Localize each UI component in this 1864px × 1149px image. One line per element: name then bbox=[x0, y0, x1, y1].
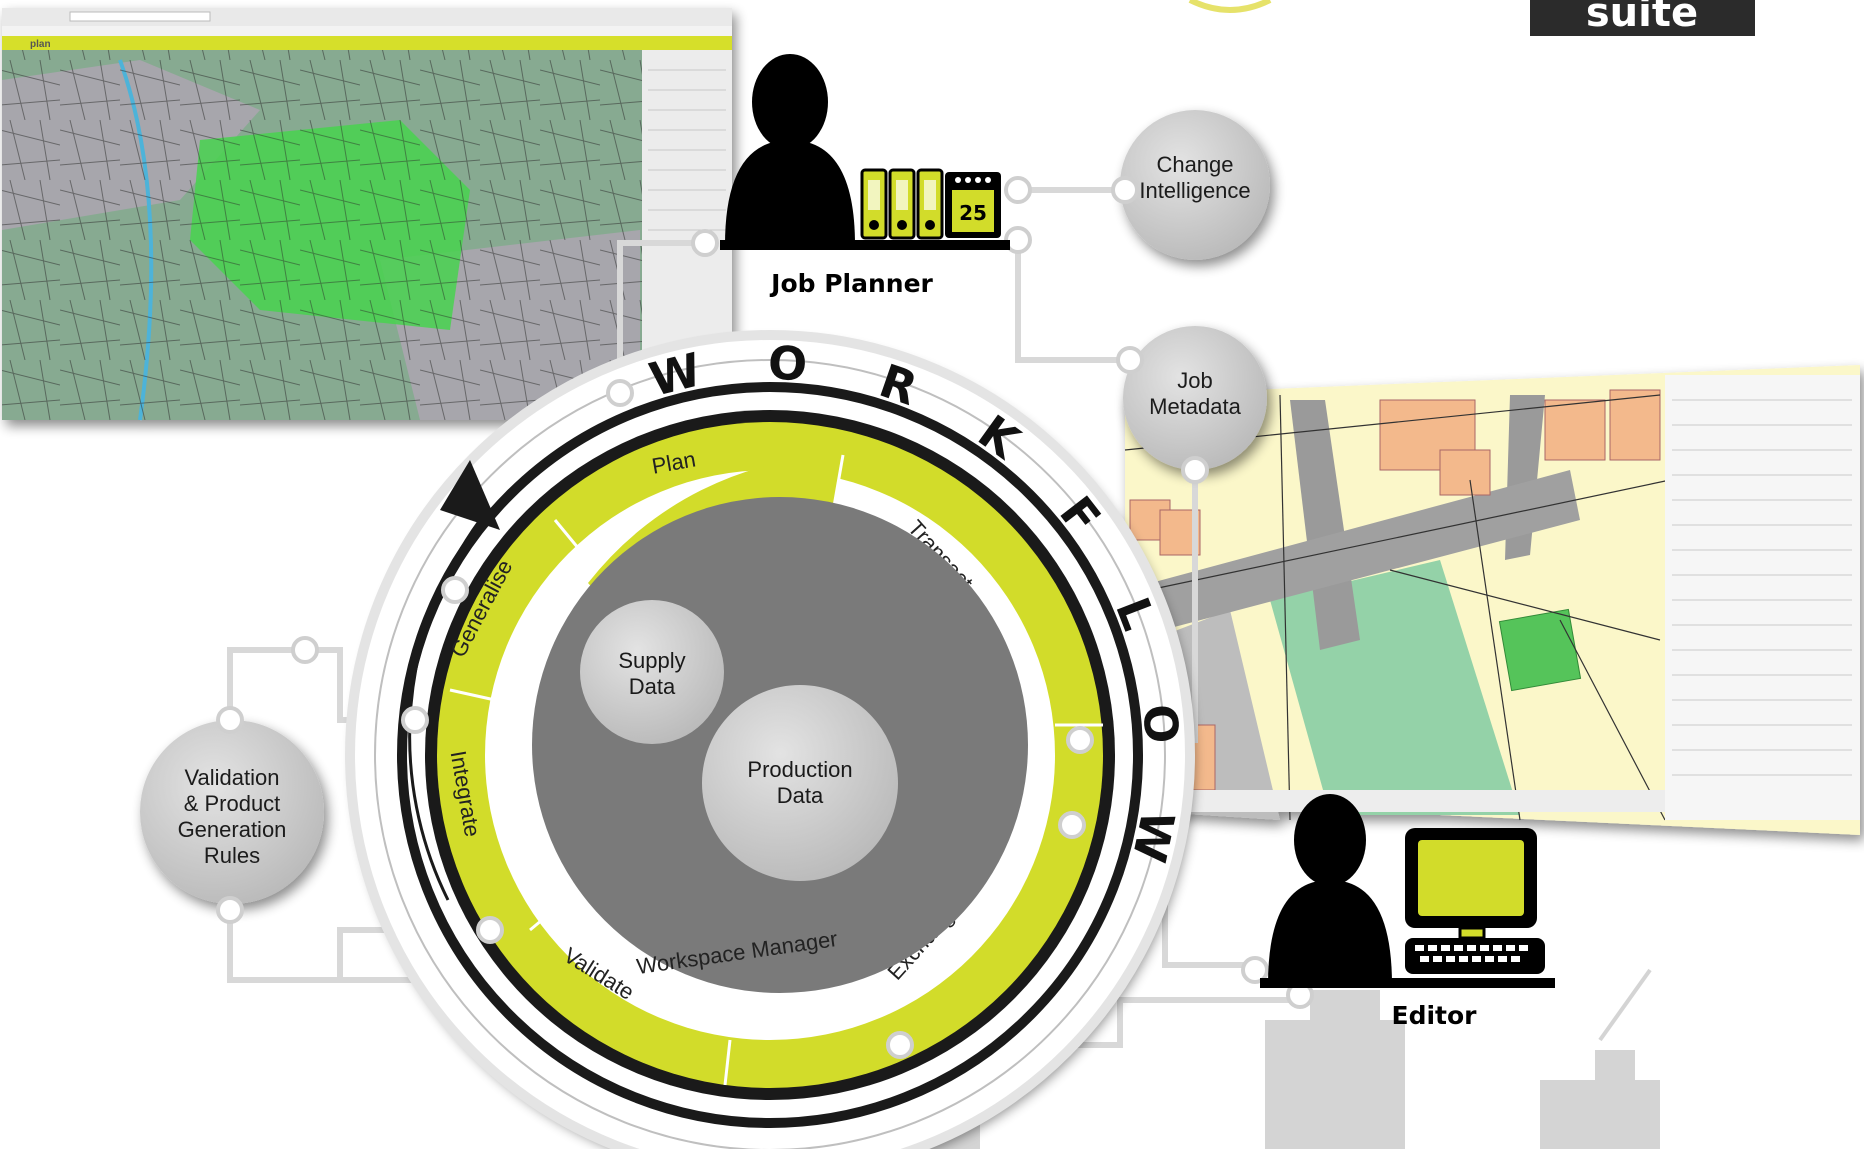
calendar-icon: 25 bbox=[945, 172, 1001, 238]
change-intelligence-bubble: Change Intelligence bbox=[1120, 110, 1270, 260]
validation-line-4: Rules bbox=[204, 843, 260, 868]
workflow-letter: W bbox=[644, 342, 706, 407]
suite-logo: suite bbox=[1530, 0, 1755, 36]
supply-data-line-1: Supply bbox=[618, 648, 685, 673]
production-data-line-1: Production bbox=[747, 757, 852, 782]
change-intelligence-line-1: Change bbox=[1156, 152, 1233, 177]
editor-map-screenshot bbox=[1124, 365, 1860, 835]
connector-nodes bbox=[216, 176, 1314, 1059]
job-metadata-line-2: Metadata bbox=[1149, 394, 1241, 419]
production-data-circle: Production Data bbox=[702, 685, 898, 881]
calendar-day: 25 bbox=[959, 201, 987, 225]
editor-label: Editor bbox=[1392, 1001, 1478, 1030]
workflow-letter: O bbox=[1132, 702, 1189, 745]
change-intelligence-line-2: Intelligence bbox=[1139, 178, 1250, 203]
validation-line-3: Generation bbox=[178, 817, 287, 842]
planning-map-screenshot: plan bbox=[2, 8, 732, 421]
workspace-core: Workspace Manager Supply Data Production… bbox=[532, 497, 1028, 993]
validation-line-1: Validation bbox=[185, 765, 280, 790]
workflow-letter: W bbox=[1122, 806, 1185, 867]
supply-data-line-2: Data bbox=[629, 674, 676, 699]
computer-icon bbox=[1405, 828, 1545, 974]
editor-figure: Editor bbox=[1260, 794, 1555, 1030]
job-metadata-line-1: Job bbox=[1177, 368, 1212, 393]
validation-line-2: & Product bbox=[184, 791, 281, 816]
job-planner-figure: 25 Job Planner bbox=[720, 54, 1010, 298]
workflow-letter: O bbox=[767, 336, 809, 392]
map-app-toolbar bbox=[2, 36, 732, 50]
suite-logo-text: suite bbox=[1586, 0, 1698, 36]
binder-icon bbox=[860, 168, 944, 240]
workflow-direction-arrow bbox=[440, 460, 500, 530]
supply-data-circle: Supply Data bbox=[580, 600, 724, 744]
production-data-line-2: Data bbox=[777, 783, 824, 808]
map-app-logo: plan bbox=[30, 39, 51, 50]
job-planner-label: Job Planner bbox=[769, 269, 933, 298]
job-metadata-bubble: Job Metadata bbox=[1123, 326, 1267, 470]
validation-rules-bubble: Validation & Product Generation Rules bbox=[140, 720, 324, 904]
logo-arc bbox=[1188, 0, 1272, 13]
